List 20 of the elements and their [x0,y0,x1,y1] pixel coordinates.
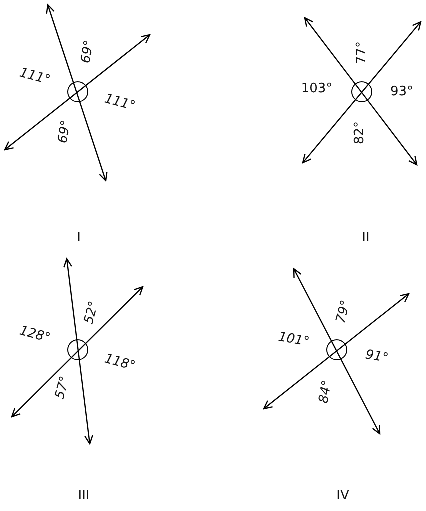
angle-label: 93° [390,86,414,98]
angle-label: 118° [103,352,137,374]
figure-numeral: IV [336,490,350,502]
figure-numeral: III [78,490,90,502]
angle-label: 128° [18,324,52,346]
angle-label: 82° [354,121,366,145]
angle-label: 103° [301,82,333,96]
angle-label: 101° [277,330,311,350]
angle-label: 52° [82,300,102,326]
angle-label: 57° [54,375,72,401]
angle-label: 91° [364,348,390,366]
angle-label: 69° [80,40,96,64]
angle-label: 77° [356,41,368,65]
angle-label: 84° [318,380,334,404]
angle-label: 111° [103,92,137,114]
figure-numeral: I [77,232,81,244]
figure-numeral: II [362,232,370,244]
angle-label: 79° [334,299,354,325]
angle-label: 69° [56,120,74,144]
angle-label: 111° [18,66,52,88]
